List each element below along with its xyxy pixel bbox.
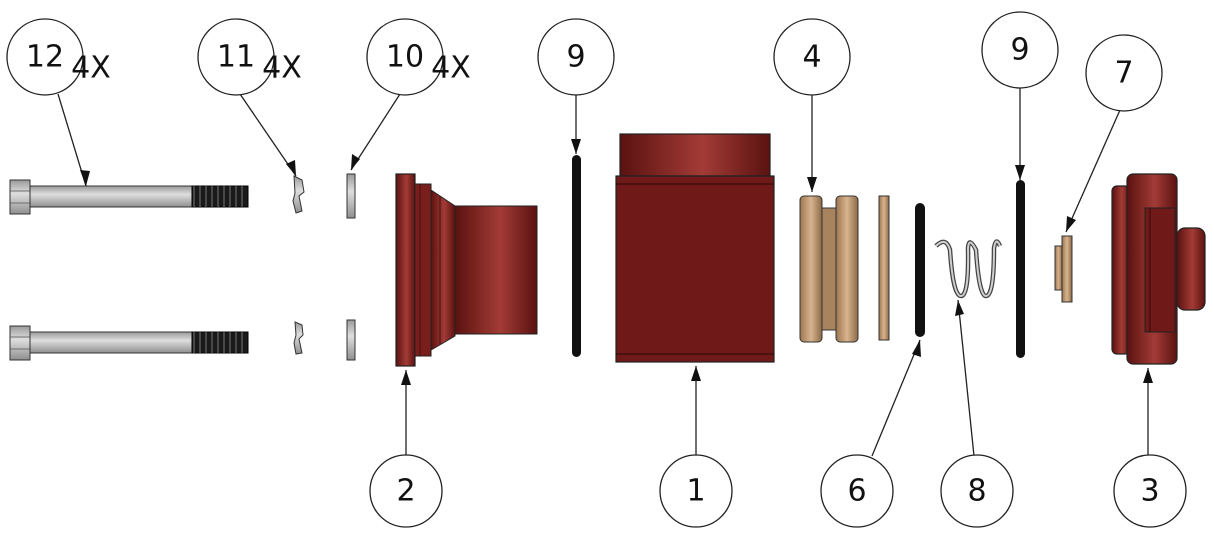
balloon-2-number: 2 [396, 474, 415, 509]
balloon-3: 3 [1113, 454, 1187, 528]
part-12-bolt-upper [9, 179, 249, 215]
balloon-1-number: 1 [686, 474, 705, 509]
part-11-lock-washer-lower [293, 321, 304, 355]
balloon-10-number: 10 [386, 40, 424, 75]
balloon-1: 1 [659, 454, 733, 528]
balloon-10: 10 4X [366, 18, 471, 96]
part-2-flange-cap [395, 173, 538, 367]
part-3-end-cap [1111, 173, 1206, 365]
part-11-lock-washer-upper [292, 175, 305, 214]
balloon-9-left: 9 [537, 18, 615, 96]
part-8-spring [934, 239, 1003, 299]
bronze-wear-ring [878, 195, 890, 341]
part-12-bolt-lower [9, 325, 249, 361]
balloon-9-right-number: 9 [1010, 33, 1029, 68]
part-9-o-ring-left [572, 155, 581, 357]
balloon-8: 8 [940, 454, 1014, 528]
part-6-o-ring [915, 203, 925, 337]
balloon-9-right: 9 [981, 11, 1059, 89]
balloon-11-qty: 4X [262, 51, 302, 86]
balloon-2: 2 [369, 454, 443, 528]
balloon-12-number: 12 [26, 40, 64, 75]
balloon-3-number: 3 [1140, 474, 1159, 509]
part-10-flat-washer-lower [346, 319, 356, 361]
balloon-8-number: 8 [967, 474, 986, 509]
balloon-9-left-number: 9 [566, 40, 585, 75]
balloon-6-number: 6 [847, 474, 866, 509]
balloon-10-qty: 4X [431, 51, 471, 86]
leader-lines [57, 88, 1149, 457]
part-4-piston [799, 195, 859, 343]
balloon-11-number: 11 [217, 40, 255, 75]
arrowheads [80, 139, 1153, 385]
balloon-12-qty: 4X [71, 51, 111, 86]
balloon-11: 11 4X [197, 18, 302, 96]
balloon-12: 12 4X [6, 18, 111, 96]
balloon-6: 6 [820, 454, 894, 528]
part-7-fitting [1054, 235, 1073, 303]
balloon-4: 4 [773, 18, 851, 96]
balloon-7: 7 [1085, 34, 1163, 112]
balloon-7-number: 7 [1114, 56, 1133, 91]
part-10-flat-washer-upper [346, 173, 356, 219]
part-1-housing [615, 133, 775, 363]
balloon-4-number: 4 [802, 40, 821, 75]
part-9-o-ring-right [1016, 180, 1025, 358]
